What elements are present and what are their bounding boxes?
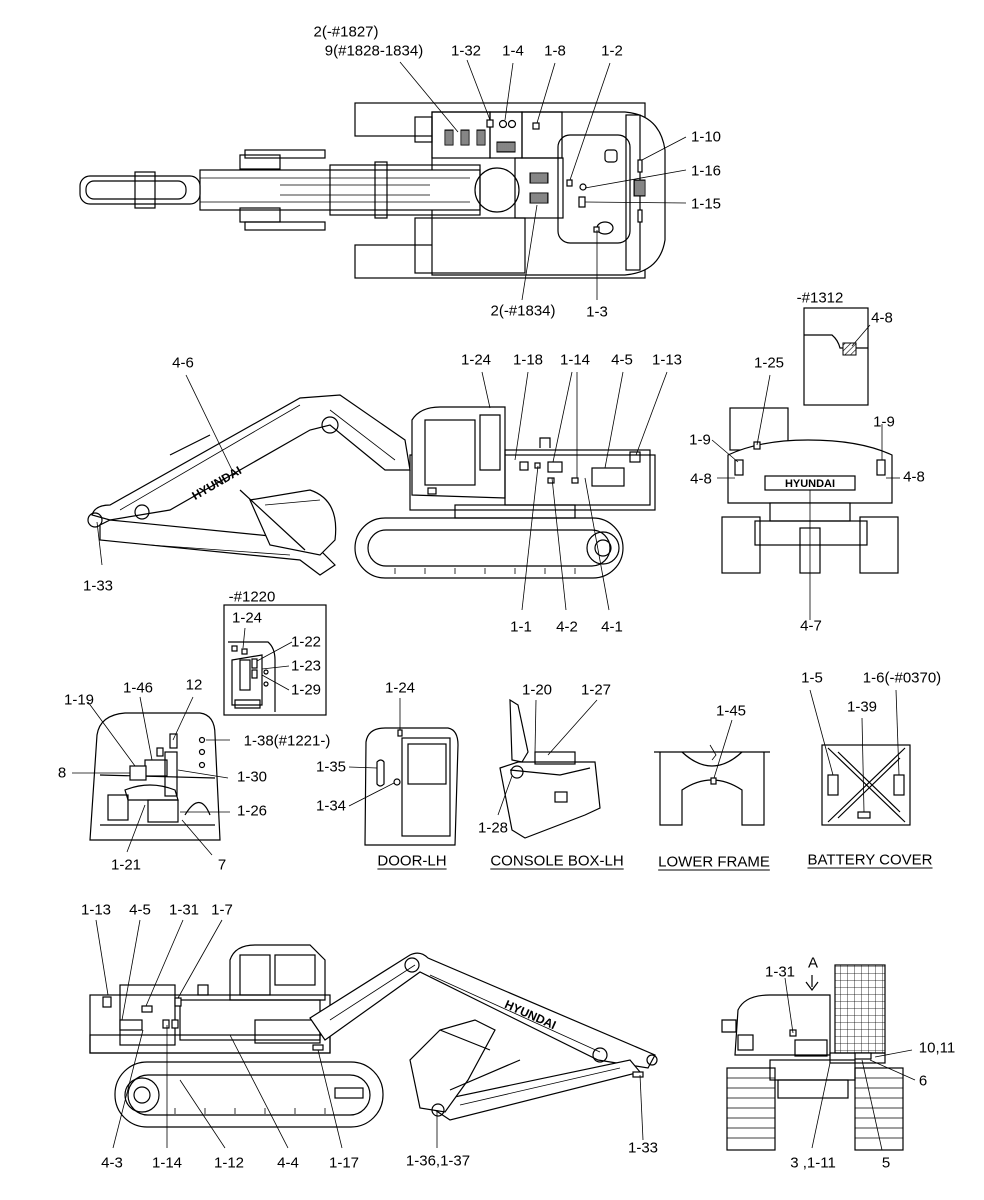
label-1-22: 1-22 xyxy=(290,633,322,651)
label-1-4: 1-4 xyxy=(502,42,524,60)
label-1-36-1-37: 1-36,1-37 xyxy=(405,1152,471,1170)
label-1-7: 1-7 xyxy=(211,901,233,919)
label-1-24-door: 1-24 xyxy=(384,679,416,697)
top-view xyxy=(79,59,687,301)
label-1-9-left: 1-9 xyxy=(689,431,711,449)
label-1-17: 1-17 xyxy=(328,1154,360,1172)
label-7: 7 xyxy=(217,856,227,874)
label-1-12: 1-12 xyxy=(213,1154,245,1172)
label-4-1: 4-1 xyxy=(601,618,623,636)
label-4-4: 4-4 xyxy=(277,1154,299,1172)
lower-frame-view xyxy=(654,719,770,826)
rear-brand-text: HYUNDAI xyxy=(785,478,835,490)
label-1-14-lh: 1-14 xyxy=(559,351,591,369)
label-1-32: 1-32 xyxy=(450,42,482,60)
console-view xyxy=(497,698,601,839)
label-1-10: 1-10 xyxy=(690,128,722,146)
label-1-39: 1-39 xyxy=(846,698,878,716)
label-5: 5 xyxy=(881,1154,891,1172)
front-view xyxy=(721,964,916,1151)
label-4-8-left: 4-8 xyxy=(690,470,712,488)
title-console-box-lh: CONSOLE BOX-LH xyxy=(490,852,624,870)
title-battery-cover: BATTERY COVER xyxy=(807,851,933,869)
label-4-3: 4-3 xyxy=(101,1154,123,1172)
label-1-45: 1-45 xyxy=(715,702,747,720)
label-1-19: 1-19 xyxy=(63,691,95,709)
label-9-1828-1834: 9(#1828-1834) xyxy=(324,42,424,60)
rear-view: HYUNDAI xyxy=(711,307,900,620)
label-1-14-rh: 1-14 xyxy=(151,1154,183,1172)
label-1-13-lh: 1-13 xyxy=(651,351,683,369)
label-view-a: A xyxy=(807,954,819,972)
label-1-26: 1-26 xyxy=(236,802,268,820)
label-4-2: 4-2 xyxy=(556,618,578,636)
label-1-46: 1-46 xyxy=(122,679,154,697)
label-1-31-rh: 1-31 xyxy=(168,901,200,919)
label-4-7: 4-7 xyxy=(800,617,822,635)
label-inset-1312: -#1312 xyxy=(796,289,844,307)
cab-interior xyxy=(72,696,230,856)
label-1-33-lh: 1-33 xyxy=(82,577,114,595)
label-1-27: 1-27 xyxy=(580,681,612,699)
label-1-24-inset: 1-24 xyxy=(231,609,263,627)
label-1-30: 1-30 xyxy=(236,768,268,786)
label-4-8-right: 4-8 xyxy=(903,468,925,486)
label-1-2: 1-2 xyxy=(601,42,623,60)
label-8: 8 xyxy=(57,764,67,782)
side-view-lh: HYUNDAI xyxy=(87,371,668,611)
label-1-23: 1-23 xyxy=(290,657,322,675)
label-1-35: 1-35 xyxy=(315,758,347,776)
battery-cover-view xyxy=(809,689,911,826)
title-door-lh: DOOR-LH xyxy=(377,852,447,870)
label-1-8: 1-8 xyxy=(544,42,566,60)
label-1-1: 1-1 xyxy=(510,618,532,636)
label-1-29: 1-29 xyxy=(290,681,322,699)
title-lower-frame: LOWER FRAME xyxy=(658,853,770,871)
cab-inset-1220 xyxy=(223,604,327,716)
label-12: 12 xyxy=(185,676,203,694)
label-3-1-11: 3 ,1-11 xyxy=(790,1154,836,1172)
label-1-18: 1-18 xyxy=(512,351,544,369)
label-1-38: 1-38(#1221-) xyxy=(243,732,331,750)
label-1-5: 1-5 xyxy=(801,669,823,687)
label-1-6: 1-6(-#0370) xyxy=(862,669,942,687)
label-1-33-rh: 1-33 xyxy=(627,1139,659,1157)
label-1-24-side: 1-24 xyxy=(460,351,492,369)
label-4-6: 4-6 xyxy=(172,354,194,372)
label-1-9-right: 1-9 xyxy=(873,413,895,431)
label-1-25: 1-25 xyxy=(753,354,785,372)
side-view-rh: HYUNDAI xyxy=(89,919,658,1149)
label-1-16: 1-16 xyxy=(690,162,722,180)
label-4-5-lh: 4-5 xyxy=(611,351,633,369)
label-1-28: 1-28 xyxy=(477,819,509,837)
label-1-34: 1-34 xyxy=(315,797,347,815)
label-inset-1220: -#1220 xyxy=(228,588,276,606)
label-1-15: 1-15 xyxy=(690,195,722,213)
label-6: 6 xyxy=(918,1072,928,1090)
label-4-5-rh: 4-5 xyxy=(129,901,151,919)
label-1-20: 1-20 xyxy=(521,681,553,699)
label-4-8-inset: 4-8 xyxy=(871,309,893,327)
label-2-1834: 2(-#1834) xyxy=(490,302,556,320)
label-1-3: 1-3 xyxy=(586,303,608,321)
label-1-21: 1-21 xyxy=(110,856,142,874)
label-2-1827: 2(-#1827) xyxy=(313,23,379,41)
label-10-11: 10,11 xyxy=(918,1039,956,1057)
label-1-31-front: 1-31 xyxy=(764,963,796,981)
label-1-13-rh: 1-13 xyxy=(80,901,112,919)
door-view xyxy=(348,698,459,846)
